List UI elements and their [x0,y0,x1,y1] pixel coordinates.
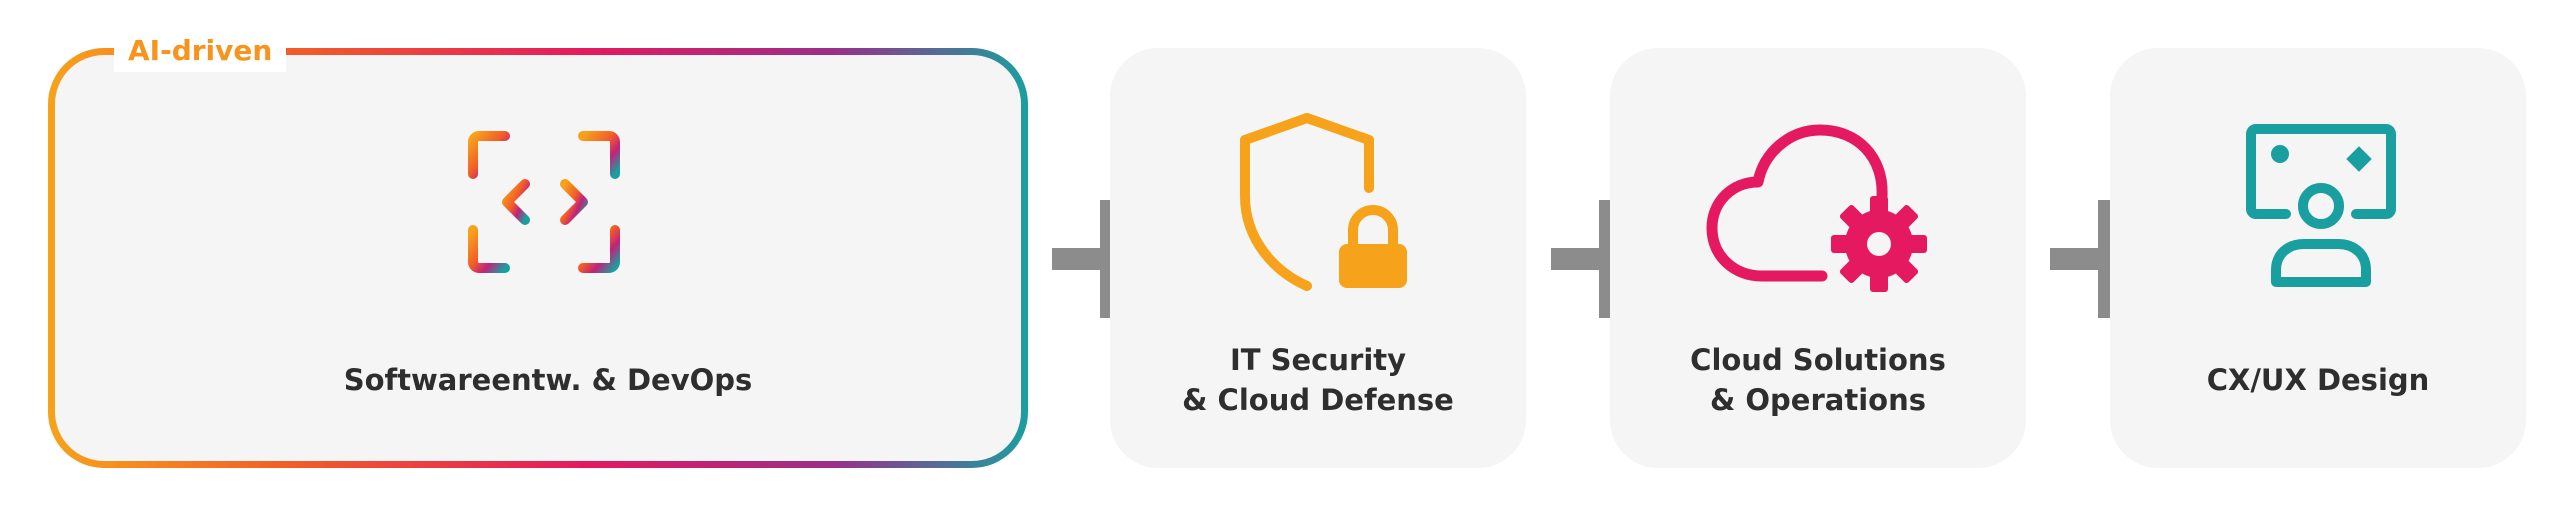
it-security-label-line1: IT Security [1229,343,1407,377]
ai-driven-card [48,48,1028,468]
it-security-label: IT Security & Cloud Defense [1110,340,1526,420]
cx-ux-label: CX/UX Design [2206,363,2430,397]
cloud-solutions-label-line2: & Operations [1710,383,1926,417]
cx-ux-card [2110,48,2526,468]
ai-driven-badge: AI-driven [114,30,287,72]
user-screen-icon [2246,124,2396,287]
cloud-solutions-label: Cloud Solutions & Operations [1610,340,2026,420]
softwareentw-label: Softwareentw. & DevOps [343,363,753,397]
cloud-solutions-card [1610,48,2026,468]
cloud-gear-icon [1706,124,1927,292]
shield-lock-icon [1240,113,1407,291]
code-brackets-icon [468,131,620,273]
it-security-label-line2: & Cloud Defense [1182,383,1454,417]
cloud-solutions-label-line1: Cloud Solutions [1690,343,1946,377]
